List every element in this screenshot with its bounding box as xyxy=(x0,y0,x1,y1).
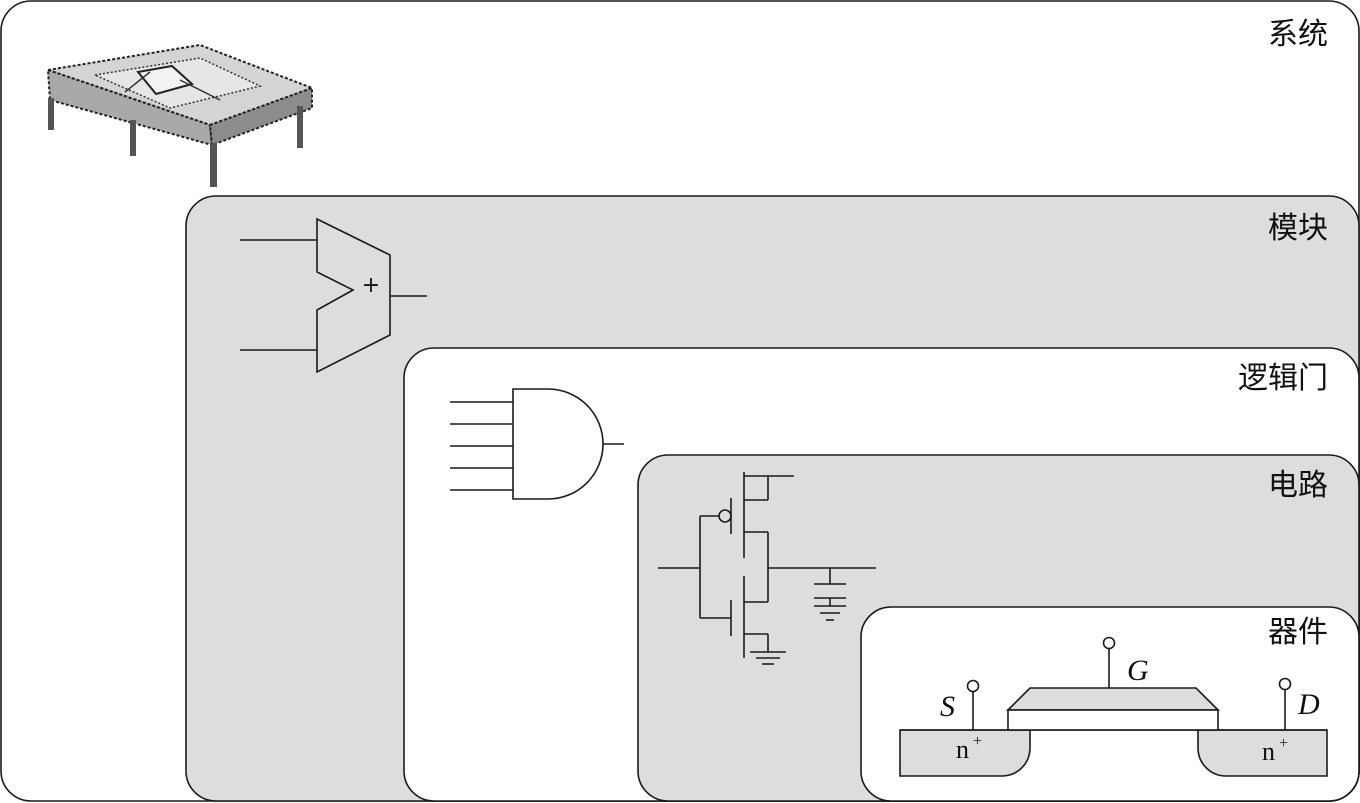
drain-n-plus-region xyxy=(1197,729,1328,777)
drain-terminal xyxy=(1278,677,1292,691)
drain-doping-label: n xyxy=(1262,737,1275,766)
cmos-inverter-schematic xyxy=(658,472,876,665)
adder-symbol: + xyxy=(240,217,427,374)
drain-doping-sup: + xyxy=(1279,735,1288,752)
gate-electrode xyxy=(1006,687,1220,711)
adder-plus-sign: + xyxy=(362,273,380,298)
and-gate-symbol xyxy=(450,388,624,500)
gate-label: 逻辑门 xyxy=(1238,361,1328,396)
source-terminal xyxy=(966,679,980,693)
source-doping-sup: + xyxy=(973,733,982,750)
source-doping-label: n xyxy=(956,735,969,764)
module-label: 模块 xyxy=(1268,211,1328,246)
device-label: 器件 xyxy=(1268,615,1328,650)
source-n-plus-region xyxy=(899,729,1031,777)
mosfet-cross-section: S G D n + n + xyxy=(899,636,1328,777)
drain-label: D xyxy=(1297,688,1320,721)
source-label: S xyxy=(940,690,955,723)
gate-terminal xyxy=(1102,636,1116,650)
circuit-label: 电路 xyxy=(1268,468,1328,503)
system-label: 系统 xyxy=(1268,17,1328,52)
gate-oxide xyxy=(1007,709,1219,731)
chip-package-icon xyxy=(46,43,315,187)
gate-terminal-label: G xyxy=(1127,654,1149,687)
